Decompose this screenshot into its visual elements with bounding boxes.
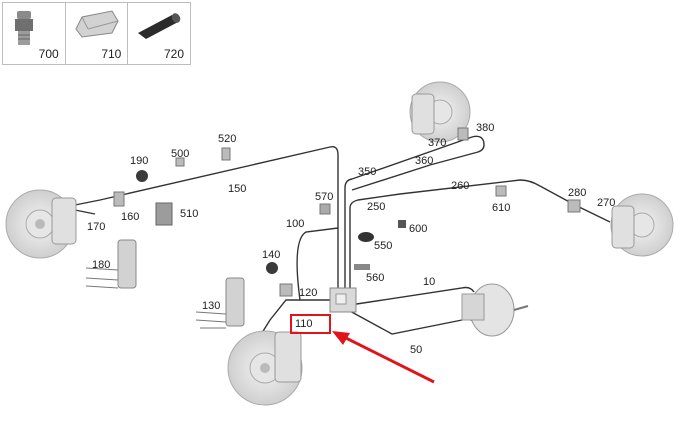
bracket-280 — [567, 199, 581, 213]
part-label-170[interactable]: 170 — [87, 221, 106, 233]
wheel-cylinder-130 — [195, 277, 245, 329]
part-label-510[interactable]: 510 — [180, 208, 199, 220]
part-label-110[interactable]: 110 — [295, 318, 313, 330]
parts-legend: 700 710 720 — [2, 2, 191, 65]
part-label-500[interactable]: 500 — [171, 148, 190, 160]
brake-line-170 — [74, 209, 96, 215]
part-label-50[interactable]: 50 — [410, 344, 423, 356]
part-label-250[interactable]: 250 — [367, 201, 386, 213]
front-left-brake-disc — [5, 189, 77, 259]
brake-booster — [461, 283, 529, 337]
rear-left-brake-disc — [227, 330, 303, 406]
clip-500 — [175, 157, 185, 167]
front-right-brake-disc — [409, 81, 471, 143]
part-label-180[interactable]: 180 — [92, 259, 111, 271]
part-label-140[interactable]: 140 — [262, 249, 281, 261]
bracket-120 — [279, 283, 293, 297]
distributor-block — [329, 287, 357, 313]
brake-line-110 — [259, 299, 300, 337]
clip-600 — [398, 220, 406, 228]
part-label-120[interactable]: 120 — [299, 287, 318, 299]
part-label-560[interactable]: 560 — [366, 272, 385, 284]
clip-570 — [319, 203, 331, 215]
part-label-370[interactable]: 370 — [428, 137, 447, 149]
part-label-150[interactable]: 150 — [228, 183, 247, 195]
grommet-190 — [136, 170, 148, 182]
part-label-100[interactable]: 100 — [286, 218, 305, 230]
highlight-box-110 — [290, 314, 331, 334]
brake-line-260 — [349, 179, 611, 290]
legend-number: 710 — [101, 47, 122, 61]
protective-sleeve-icon — [138, 13, 181, 39]
brake-line-360 — [344, 135, 485, 295]
part-label-130[interactable]: 130 — [202, 300, 221, 312]
legend-item-700[interactable]: 700 — [3, 3, 66, 64]
part-label-280[interactable]: 280 — [568, 187, 587, 199]
part-label-270[interactable]: 270 — [597, 197, 616, 209]
part-label-380[interactable]: 380 — [476, 122, 495, 134]
highlight-arrow — [332, 331, 435, 384]
legend-number: 720 — [163, 47, 185, 61]
part-label-350[interactable]: 350 — [358, 166, 377, 178]
part-label-600[interactable]: 600 — [409, 223, 428, 235]
connector-510 — [155, 202, 173, 226]
legend-number: 700 — [38, 47, 59, 61]
part-label-550[interactable]: 550 — [374, 240, 393, 252]
part-label-520[interactable]: 520 — [218, 133, 237, 145]
bracket-380 — [457, 127, 469, 141]
clip-520 — [221, 147, 231, 161]
part-label-570[interactable]: 570 — [315, 191, 334, 203]
clip-610 — [495, 185, 507, 197]
part-label-260[interactable]: 260 — [451, 180, 470, 192]
legend-item-710[interactable]: 710 — [66, 3, 129, 64]
wheel-cylinder-180 — [85, 239, 137, 289]
grommet-550 — [358, 232, 374, 242]
brake-line-100 — [296, 227, 339, 301]
part-label-610[interactable]: 610 — [492, 202, 511, 214]
brake-line-10 — [349, 286, 475, 306]
brake-line-50 — [347, 309, 475, 335]
bracket-160 — [113, 191, 125, 207]
part-label-360[interactable]: 360 — [415, 155, 434, 167]
part-label-10[interactable]: 10 — [423, 276, 436, 288]
rear-right-brake-disc — [610, 193, 674, 257]
bleed-screw-icon — [15, 11, 33, 45]
part-label-190[interactable]: 190 — [130, 155, 149, 167]
brake-line-150 — [74, 145, 339, 295]
legend-item-720[interactable]: 720 — [128, 3, 190, 64]
grommet-140 — [266, 262, 278, 274]
clip-560 — [354, 264, 370, 270]
part-label-160[interactable]: 160 — [121, 211, 140, 223]
hex-connector-icon — [75, 10, 119, 38]
